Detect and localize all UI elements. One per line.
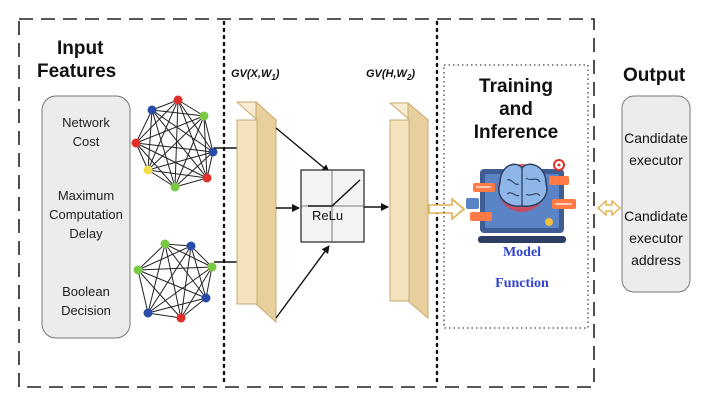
node: [201, 293, 211, 303]
gcn-layer-2: [388, 101, 430, 320]
gv1-suffix: ): [275, 68, 280, 80]
node: [173, 95, 183, 105]
node: [202, 173, 212, 183]
training-box: [443, 64, 589, 329]
training-title-line3: Inference: [473, 122, 559, 143]
output-candidate-executor: Candidate executor: [622, 127, 690, 171]
node: [176, 313, 186, 323]
node: [143, 165, 153, 175]
gv2-prefix: GV(H,W: [366, 68, 407, 80]
node: [207, 262, 217, 272]
hollow-double-arrow: [596, 199, 622, 217]
output-candidate-executor-address: Candidate executor address: [622, 205, 690, 271]
function-label: Function: [495, 276, 549, 291]
graph-1-edges: [135, 99, 214, 188]
output-line: Candidate: [624, 208, 688, 224]
output-line: executor: [629, 230, 683, 246]
output-line: Candidate: [624, 130, 688, 146]
output-box: [621, 95, 691, 293]
graph-2-nodes: [133, 239, 217, 323]
node: [186, 241, 196, 251]
training-title: Training and Inference: [444, 75, 588, 144]
node: [208, 147, 218, 157]
graph-2-edges: [137, 243, 213, 319]
feature-boolean-decision: Boolean Decision: [42, 282, 130, 320]
output-line: executor: [629, 152, 683, 168]
feature-line: Cost: [72, 134, 100, 149]
input-title-line2: Features: [37, 61, 117, 82]
hollow-arrow-to-training: [428, 197, 466, 221]
gv1-prefix: GV(X,W: [231, 68, 272, 80]
feature-line: Computation: [49, 207, 123, 222]
features-box: [41, 95, 131, 339]
model-label: Model: [502, 245, 542, 260]
output-line: address: [631, 252, 681, 268]
feature-line: Maximum: [57, 188, 115, 203]
relu-curve: [308, 179, 361, 207]
gv1-subscript: 1: [271, 73, 276, 83]
feature-line: Boolean: [62, 284, 110, 299]
graph-1-nodes: [131, 95, 218, 192]
outer-frame: [18, 18, 595, 388]
output-title: Output: [623, 65, 686, 86]
relu-label: ReLu: [312, 208, 344, 223]
node: [143, 308, 153, 318]
node: [147, 105, 157, 115]
arrow-layer1-to-relu-top: [275, 127, 330, 173]
feature-network-cost: Network Cost: [42, 113, 130, 151]
gcn-layer-2-label: GV(H,W2): [366, 68, 415, 82]
node: [170, 182, 180, 192]
arrow-layer1-to-relu-bottom: [275, 245, 330, 319]
training-title-line2: and: [499, 99, 533, 120]
node: [131, 138, 141, 148]
input-features-title: Input Features: [37, 37, 137, 83]
brain-ai-icon: [466, 159, 576, 243]
feature-line: Delay: [69, 226, 103, 241]
node: [160, 239, 170, 249]
gcn-layer-1-label: GV(X,W1): [231, 68, 279, 82]
feature-line: Network: [62, 115, 110, 130]
node: [133, 265, 143, 275]
node: [199, 111, 209, 121]
gv2-suffix: ): [411, 68, 416, 80]
input-title-line1: Input: [57, 38, 104, 59]
gv2-subscript: 2: [406, 73, 412, 83]
training-title-line1: Training: [479, 76, 553, 97]
feature-line: Decision: [61, 303, 111, 318]
gcn-layer-1: [235, 100, 278, 324]
feature-max-computation-delay: Maximum Computation Delay: [42, 186, 130, 243]
